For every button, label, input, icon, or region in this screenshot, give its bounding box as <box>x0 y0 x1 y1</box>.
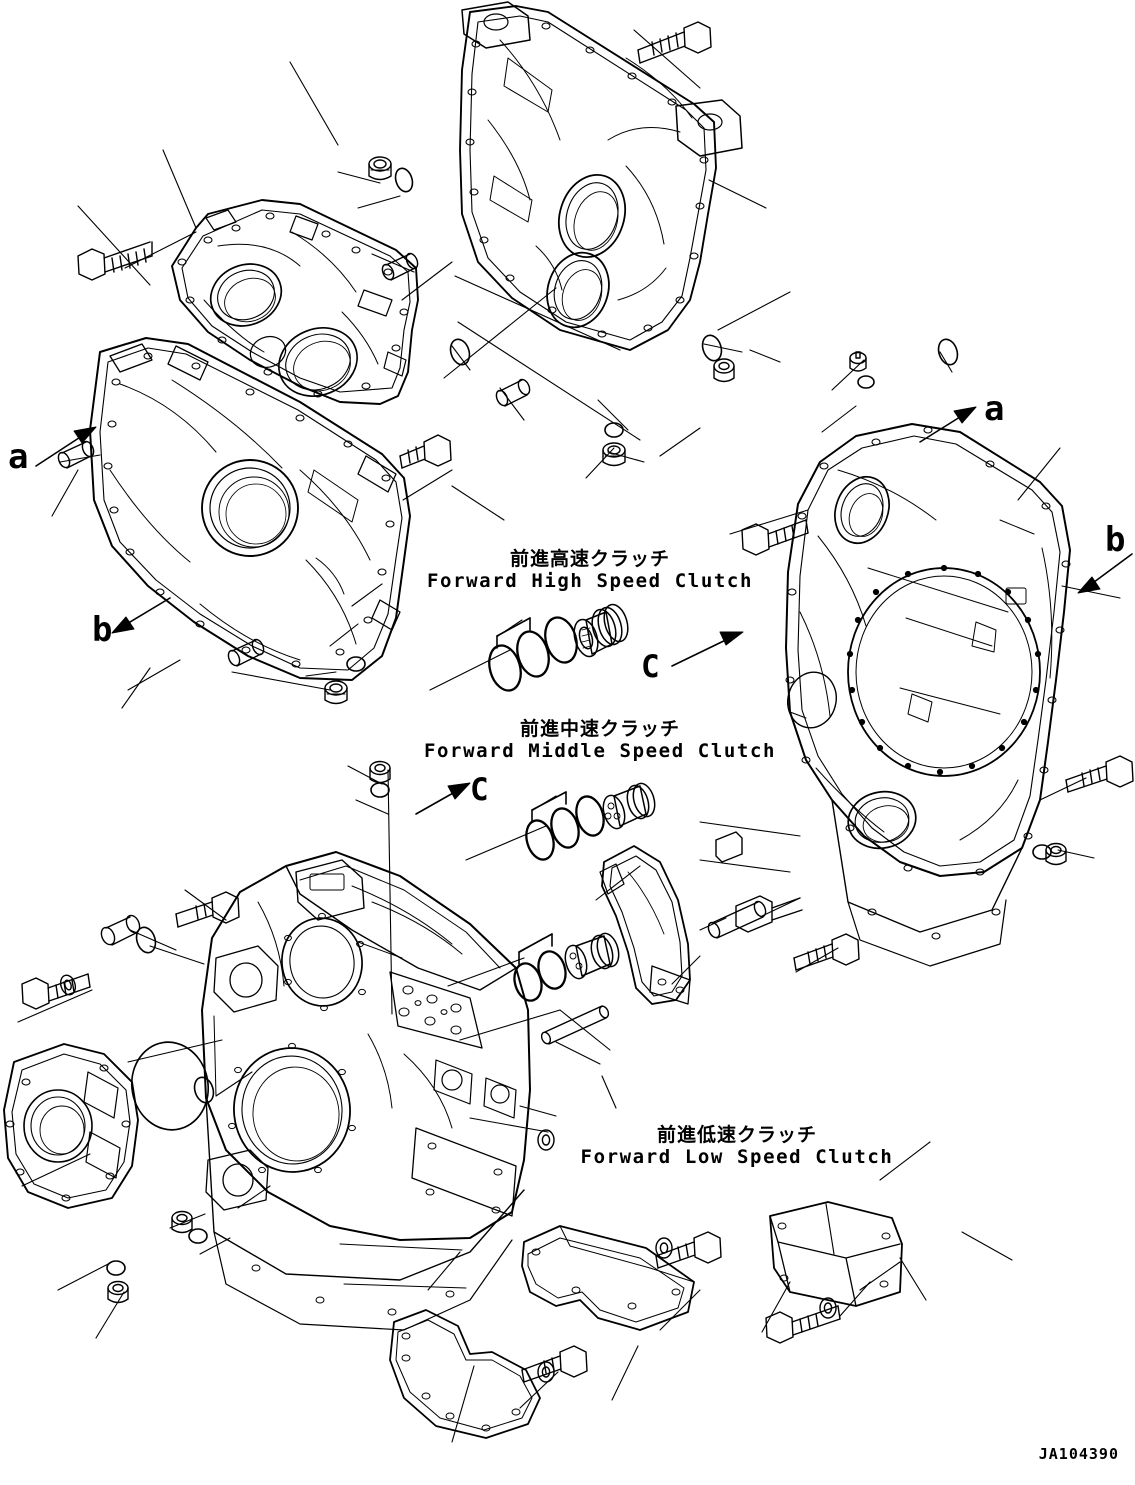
guard-plate-front <box>389 1309 541 1439</box>
arrow-c-mid <box>671 631 744 667</box>
middle-clutch-housing <box>89 337 411 681</box>
section-marker-b-right: b <box>1105 520 1126 560</box>
callout-forward-low-speed-clutch: 前進低速クラッチ Forward Low Speed Clutch <box>581 1124 894 1169</box>
callout-en-text: Forward High Speed Clutch <box>427 570 753 593</box>
shift-fork <box>599 845 691 1005</box>
callout-forward-high-speed-clutch: 前進高速クラッチ Forward High Speed Clutch <box>427 548 753 593</box>
section-marker-a-right: a <box>984 389 1005 429</box>
clutch-pack-middle <box>525 782 656 861</box>
side-cover <box>3 1041 210 1209</box>
rear-clutch-housing <box>171 199 419 405</box>
plugs <box>107 156 1067 1304</box>
dowel-pins <box>57 252 767 1045</box>
transmission-case <box>201 851 531 1331</box>
section-marker-a-left: a <box>8 437 29 477</box>
callout-jp-text: 前進中速クラッチ <box>519 718 680 740</box>
callout-jp-text: 前進高速クラッチ <box>509 548 671 570</box>
washers <box>59 974 837 1383</box>
callout-forward-middle-speed-clutch: 前進中速クラッチ Forward Middle Speed Clutch <box>424 718 776 763</box>
leader-lines <box>17 29 1121 1443</box>
arrow-a-right <box>919 406 977 443</box>
section-marker-b-left: b <box>92 610 113 650</box>
drawing-number: JA104390 <box>1038 1445 1119 1463</box>
arrow-b-right <box>1077 553 1133 594</box>
callout-jp-text: 前進低速クラッチ <box>656 1124 817 1146</box>
bell-housing <box>785 423 1071 967</box>
o-rings <box>106 167 1052 1276</box>
bolts <box>21 21 1134 1383</box>
cover-box <box>769 1201 903 1307</box>
section-marker-c-mid: C <box>641 649 660 685</box>
clutch-pack-high <box>488 603 629 692</box>
front-clutch-housing <box>459 1 743 351</box>
callout-en-text: Forward Low Speed Clutch <box>580 1146 894 1169</box>
section-marker-c-left: C <box>470 772 489 808</box>
clutch-pack-low <box>513 932 620 1002</box>
arrow-c-left <box>415 782 471 815</box>
arrow-b-left <box>111 597 171 634</box>
callout-en-text: Forward Middle Speed Clutch <box>423 740 777 763</box>
guard-plate-rear <box>521 1225 695 1331</box>
arrow-a-left <box>35 426 97 467</box>
section-arrows <box>35 406 1133 815</box>
